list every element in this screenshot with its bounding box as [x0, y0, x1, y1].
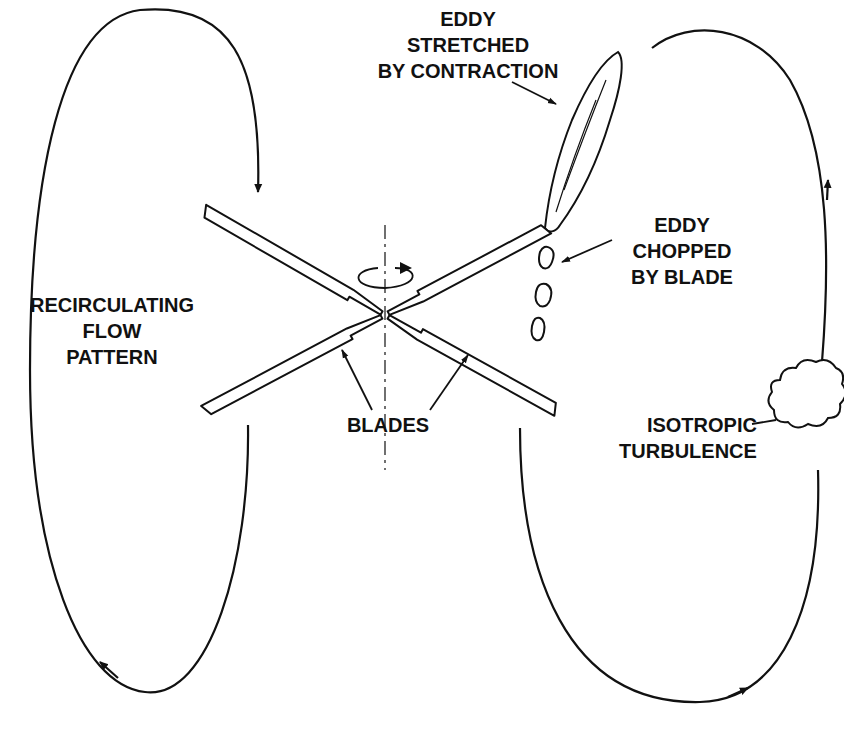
leader-lines [342, 82, 776, 424]
callout-label: BLADES [347, 412, 429, 438]
rotation-arrowhead [400, 262, 412, 274]
callout-label: ISOTROPIC TURBULENCE [619, 412, 757, 464]
chopped-eddies [532, 247, 554, 341]
callout-label: RECIRCULATING FLOW PATTERN [30, 292, 194, 370]
flow-loops [30, 9, 828, 702]
eddy-texture [556, 80, 606, 212]
impeller-blades [200, 205, 560, 417]
turbulence-cloud [768, 360, 844, 428]
callout-label: EDDY STRETCHED BY CONTRACTION [378, 6, 559, 84]
callout-label: EDDY CHOPPED BY BLADE [631, 212, 733, 290]
